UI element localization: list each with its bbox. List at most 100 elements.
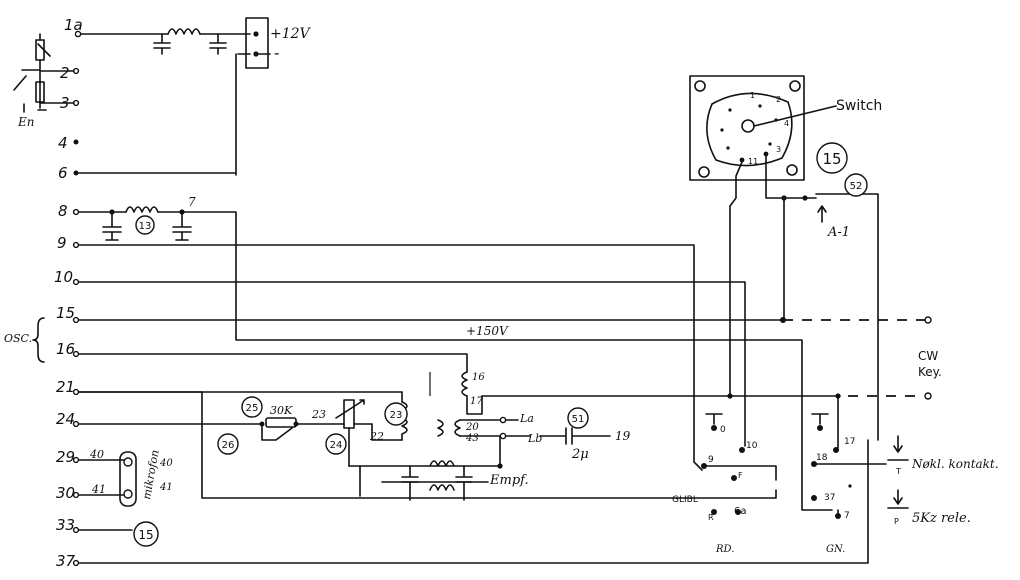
terminal-label-8: 8 [58, 202, 68, 220]
brace-symbol [32, 317, 45, 363]
r30k-label: 30K [270, 404, 293, 417]
terminal-label-10: 10 [54, 268, 73, 286]
switch-contact [758, 104, 762, 108]
relay-label: 5Kz rele. [912, 511, 971, 526]
circled-ref [241, 396, 263, 418]
r-label: R [708, 513, 714, 522]
mount-screw [789, 80, 801, 92]
switch-wafer [706, 92, 793, 167]
junction-dot [259, 421, 265, 427]
connector-pin [253, 31, 259, 37]
junction-dot [780, 317, 786, 323]
contact-6a-label: 6a [734, 506, 747, 517]
leader-line [753, 105, 837, 127]
wire [78, 53, 271, 176]
terminal-label-21: 21 [56, 378, 75, 396]
inductor-symbol [167, 28, 201, 35]
terminal-labels: 1a 2 3 4 6 8 9 10 15 16 21 24 29 30 33 3… [54, 16, 83, 570]
switch-symbol [261, 423, 345, 441]
contact-arrow [887, 435, 909, 461]
mount-screw [694, 80, 706, 92]
switch-pin-2: 2 [776, 95, 781, 104]
terminal-8-filter: 7 13 [78, 195, 237, 338]
wire [21, 59, 75, 109]
node-17-label: 17 [470, 396, 483, 407]
supply-minus-label: - [274, 43, 279, 62]
inductor-symbol [125, 206, 159, 213]
empf-label: Empf. [489, 473, 529, 488]
terminal-point [73, 170, 79, 176]
terminal-point [72, 420, 80, 428]
terminal-point [72, 350, 80, 358]
relay-symbol: P [894, 517, 899, 526]
circled-ref-text: 51 [572, 414, 585, 425]
contact-0-label: 0 [720, 425, 726, 435]
circled-ref [217, 433, 239, 455]
terminal-label-2: 2 [60, 64, 70, 82]
mic-pin [123, 457, 133, 467]
wire-terminal-9 [78, 244, 703, 471]
cap-2u-label: 2μ [571, 447, 589, 462]
circled-ref-text: 26 [222, 440, 235, 451]
terminal-label-4: 4 [58, 134, 68, 152]
nokl-label: Nøkl. kontakt. [911, 457, 999, 471]
wire [78, 459, 125, 496]
contact-arrow [887, 489, 909, 509]
resistor-symbol [35, 39, 45, 61]
switch-contact [768, 142, 772, 146]
contact-37-label: 37 [824, 493, 835, 503]
junction-dot [293, 421, 299, 427]
terminal-label-29: 29 [56, 448, 75, 466]
circled-ref [135, 215, 155, 235]
mount-screw [698, 166, 710, 178]
terminal-label-6: 6 [58, 164, 68, 182]
antenna-label: A-1 [827, 225, 850, 240]
contact-7-label: 7 [844, 511, 850, 521]
circled-ref [844, 173, 868, 197]
node-20-label: 20 [465, 422, 479, 433]
la-label: La [519, 412, 534, 425]
contact-dot [735, 509, 741, 515]
transformer-winding [437, 419, 444, 437]
contact-dot [739, 447, 745, 453]
relay-ground [811, 413, 829, 425]
terminal-point [73, 139, 79, 145]
inductor-symbol [381, 481, 489, 491]
terminal-label-16: 16 [56, 340, 75, 358]
mic-plug [119, 451, 137, 507]
switch-pin-11: 11 [748, 157, 758, 166]
resistor-30k [265, 417, 297, 428]
lb-label: Lb [527, 432, 542, 445]
switch-contact [739, 157, 745, 163]
capacitor-symbol [359, 465, 473, 501]
terminal-point [924, 392, 932, 400]
circled-ref [133, 521, 159, 547]
junction-dot [781, 195, 787, 201]
contact-dot [711, 425, 717, 431]
switch-symbol [37, 43, 51, 57]
mikrofon-label: mikrofon [140, 449, 162, 501]
circled-ref [384, 402, 408, 426]
mic-pin [123, 489, 133, 499]
terminal-point [72, 388, 80, 396]
switch-pin-1: 1 [750, 91, 755, 100]
inductor-symbol [429, 460, 455, 467]
node-16-label: 16 [472, 372, 485, 383]
antenna-arrow [817, 205, 827, 223]
contact-9-label: 9 [708, 455, 714, 465]
wire-41-label: 41 [91, 483, 106, 496]
circled-ref-text: 15 [138, 528, 153, 542]
contact-dot [711, 509, 717, 515]
terminal-point [924, 316, 932, 324]
bus-wires: +150V [78, 244, 932, 564]
wire-40-label: 40 [89, 448, 104, 461]
contact-10-label: 10 [746, 441, 758, 451]
wire [505, 419, 531, 437]
relay-ground [705, 413, 723, 425]
circled-ref [567, 407, 589, 429]
switch-rotor [741, 119, 755, 133]
capacitor-symbol [172, 211, 192, 241]
capacitor-symbol [209, 33, 227, 55]
